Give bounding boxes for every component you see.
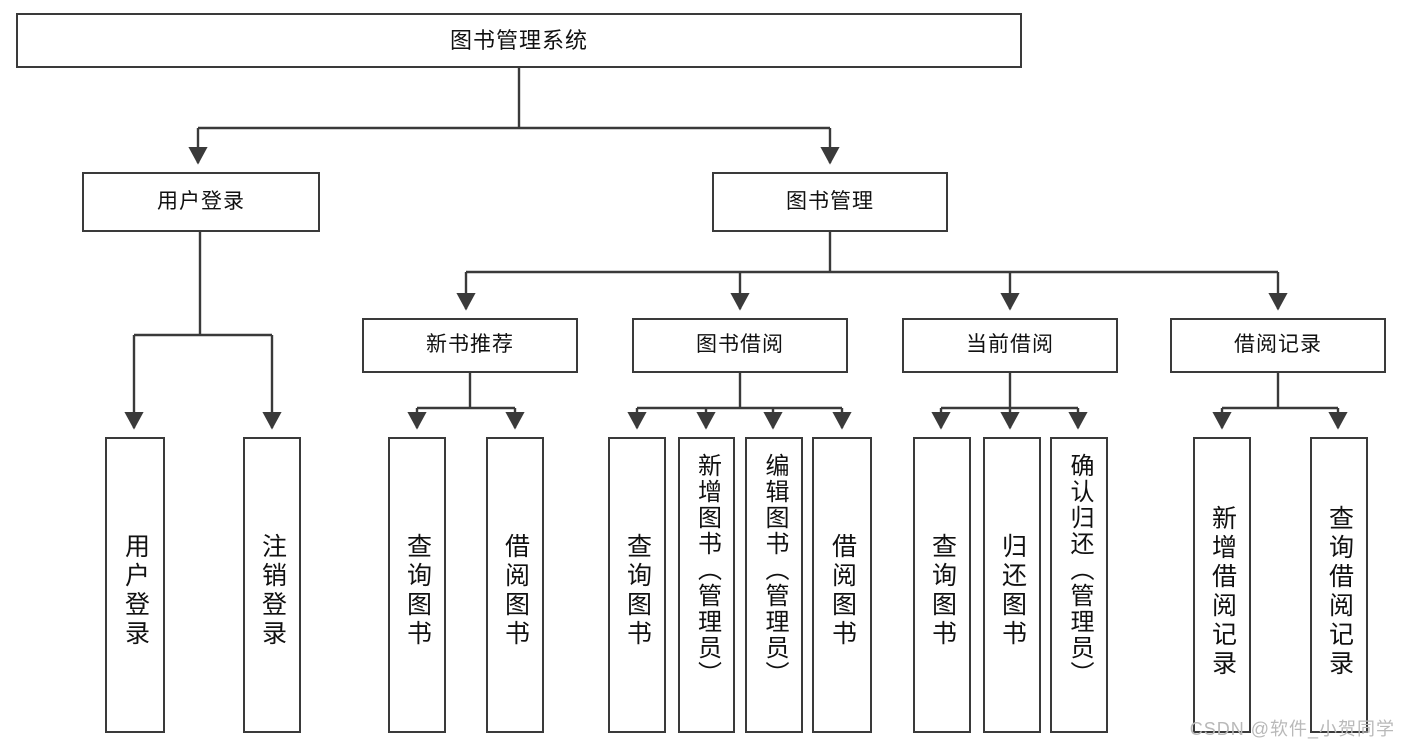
leaf-book-borrow-edit-book-admin[interactable]: 编辑图书（管理员） bbox=[745, 437, 803, 733]
node-label: 查询图书 bbox=[403, 533, 432, 649]
node-label: 用户登录 bbox=[157, 189, 245, 213]
leaf-new-book-query-books[interactable]: 查询图书 bbox=[388, 437, 446, 733]
leaf-book-borrow-borrow-books[interactable]: 借阅图书 bbox=[812, 437, 872, 733]
node-label: 查询图书 bbox=[928, 533, 957, 649]
node-label: 查询借阅记录 bbox=[1325, 505, 1354, 679]
node-label: 注销登录 bbox=[258, 533, 287, 649]
node-label: 新增借阅记录 bbox=[1208, 505, 1237, 679]
leaf-current-borrow-return-books[interactable]: 归还图书 bbox=[983, 437, 1041, 733]
node-label: 新增图书（管理员） bbox=[693, 453, 721, 687]
leaf-book-borrow-add-book-admin[interactable]: 新增图书（管理员） bbox=[678, 437, 735, 733]
leaf-current-borrow-confirm-return-admin[interactable]: 确认归还（管理员） bbox=[1050, 437, 1108, 733]
node-label: 图书借阅 bbox=[696, 333, 784, 357]
node-root-system[interactable]: 图书管理系统 bbox=[16, 13, 1022, 68]
node-book-borrow[interactable]: 图书借阅 bbox=[632, 318, 848, 373]
node-label: 查询图书 bbox=[623, 533, 652, 649]
leaf-borrow-record-add-record[interactable]: 新增借阅记录 bbox=[1193, 437, 1251, 733]
node-user-login[interactable]: 用户登录 bbox=[82, 172, 320, 232]
node-new-book-recommend[interactable]: 新书推荐 bbox=[362, 318, 578, 373]
leaf-user-login-login[interactable]: 用户登录 bbox=[105, 437, 165, 733]
leaf-user-login-logout[interactable]: 注销登录 bbox=[243, 437, 301, 733]
node-current-borrow[interactable]: 当前借阅 bbox=[902, 318, 1118, 373]
node-label: 确认归还（管理员） bbox=[1065, 453, 1093, 687]
node-book-management[interactable]: 图书管理 bbox=[712, 172, 948, 232]
node-label: 借阅图书 bbox=[828, 533, 857, 649]
leaf-borrow-record-query-record[interactable]: 查询借阅记录 bbox=[1310, 437, 1368, 733]
node-label: 图书管理系统 bbox=[449, 27, 588, 53]
leaf-book-borrow-query-books[interactable]: 查询图书 bbox=[608, 437, 666, 733]
node-label: 借阅图书 bbox=[501, 533, 530, 649]
node-label: 图书管理 bbox=[786, 189, 874, 213]
node-label: 编辑图书（管理员） bbox=[760, 453, 788, 687]
leaf-new-book-borrow-books[interactable]: 借阅图书 bbox=[486, 437, 544, 733]
node-label: 新书推荐 bbox=[426, 333, 514, 357]
node-borrow-record[interactable]: 借阅记录 bbox=[1170, 318, 1386, 373]
node-label: 归还图书 bbox=[998, 533, 1027, 649]
node-label: 借阅记录 bbox=[1234, 333, 1322, 357]
node-label: 当前借阅 bbox=[966, 333, 1054, 357]
leaf-current-borrow-query-books[interactable]: 查询图书 bbox=[913, 437, 971, 733]
node-label: 用户登录 bbox=[121, 533, 150, 649]
